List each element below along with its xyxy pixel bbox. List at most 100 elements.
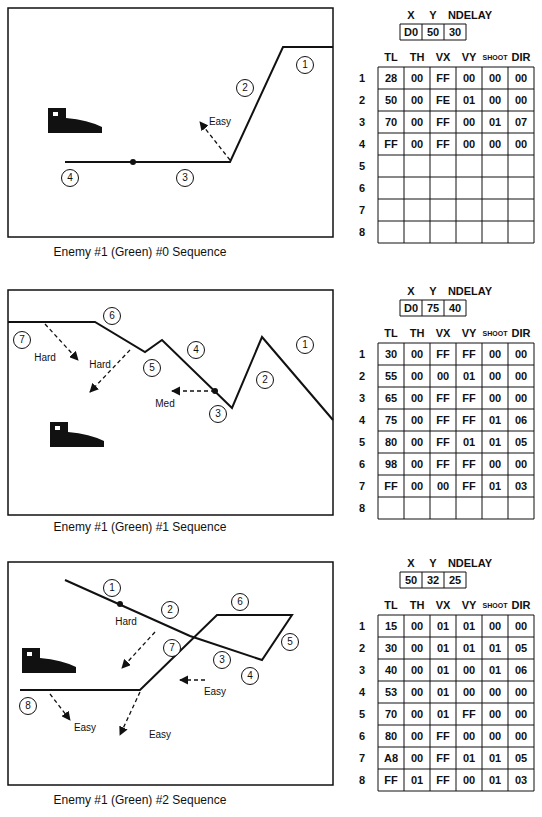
table-cell: FF	[462, 709, 475, 720]
table-cell: 01	[463, 643, 475, 654]
callout-number: 5	[149, 363, 155, 373]
callout-circle: 1	[296, 336, 314, 354]
table-cell: 00	[411, 643, 423, 654]
table-rule	[422, 300, 423, 316]
callout-number: 1	[302, 60, 308, 70]
table-cell: 00	[411, 73, 423, 84]
table-cell: 01	[437, 665, 449, 676]
start-value: D0	[404, 27, 418, 38]
table-cell: 01	[437, 621, 449, 632]
table-cell: 00	[515, 731, 527, 742]
table-header: Y	[429, 286, 436, 297]
shot-arrow	[180, 679, 205, 680]
table-cell: 05	[515, 643, 527, 654]
difficulty-label: Easy	[148, 730, 172, 740]
table-cell: FF	[436, 73, 449, 84]
table-cell: 00	[515, 349, 527, 360]
table-cell: 00	[411, 731, 423, 742]
table-cell: FF	[436, 775, 449, 786]
column-header: VX	[436, 328, 451, 339]
table-cell: 00	[489, 139, 501, 150]
start-value: 32	[427, 575, 439, 586]
table-cell: 01	[489, 753, 501, 764]
table-rule	[400, 588, 466, 589]
table-cell: 01	[437, 643, 449, 654]
table-cell: 00	[489, 687, 501, 698]
callout-circle: 4	[241, 667, 259, 685]
shot-arrow	[50, 694, 70, 720]
table-cell: 00	[489, 371, 501, 382]
row-number: 1	[359, 621, 365, 632]
callout-circle: 7	[163, 639, 181, 657]
table-cell: 00	[515, 621, 527, 632]
table-cell: FE	[436, 95, 450, 106]
callout-circle: 2	[256, 371, 274, 389]
table-cell: 00	[515, 459, 527, 470]
table-cell: 00	[489, 349, 501, 360]
table-cell: 00	[411, 709, 423, 720]
row-number: 2	[359, 95, 365, 106]
row-number: 4	[359, 415, 365, 426]
table-cell: 50	[385, 95, 397, 106]
callout-number: 2	[242, 83, 248, 93]
column-header: TL	[384, 52, 397, 63]
table-rule	[378, 475, 534, 476]
callout-number: 2	[262, 375, 268, 385]
table-cell: 01	[437, 687, 449, 698]
path-dot	[130, 159, 136, 165]
table-cell: 00	[489, 393, 501, 404]
panel-frame	[8, 290, 333, 515]
table-rule	[378, 409, 534, 410]
row-number: 3	[359, 117, 365, 128]
table-cell: 00	[515, 95, 527, 106]
table-cell: 01	[489, 415, 501, 426]
table-rule	[378, 747, 534, 748]
sequence-caption: Enemy #1 (Green) #2 Sequence	[54, 794, 227, 806]
table-cell: FF	[436, 117, 449, 128]
difficulty-label: Hard	[88, 360, 112, 370]
table-rule	[378, 133, 534, 134]
table-cell: 00	[437, 371, 449, 382]
row-number: 5	[359, 709, 365, 720]
callout-circle: 3	[176, 169, 194, 187]
callout-circle: 4	[61, 169, 79, 187]
table-cell: FF	[462, 415, 475, 426]
column-header: SHOOT	[483, 602, 508, 609]
table-cell: 01	[463, 371, 475, 382]
table-header: X	[407, 558, 414, 569]
column-header: VY	[462, 328, 477, 339]
table-rule	[466, 300, 467, 316]
table-cell: FF	[384, 481, 397, 492]
table-cell: 00	[463, 73, 475, 84]
table-cell: FF	[436, 393, 449, 404]
row-number: 5	[359, 437, 365, 448]
table-cell: FF	[436, 731, 449, 742]
table-cell: 00	[411, 349, 423, 360]
table-cell: 00	[411, 459, 423, 470]
flight-path	[20, 580, 292, 690]
table-rule	[378, 725, 534, 726]
callout-number: 4	[247, 671, 253, 681]
table-cell: 00	[463, 775, 475, 786]
shot-arrow	[122, 632, 155, 668]
table-cell: 07	[515, 117, 527, 128]
sequence-caption: Enemy #1 (Green) #0 Sequence	[54, 246, 227, 258]
table-cell: 00	[489, 459, 501, 470]
column-header: TH	[410, 600, 425, 611]
start-value: 75	[427, 303, 439, 314]
table-cell: 00	[515, 371, 527, 382]
table-rule	[444, 572, 445, 588]
callout-circle: 5	[143, 359, 161, 377]
table-rule	[400, 24, 401, 40]
table-cell: 00	[411, 687, 423, 698]
flight-path	[8, 322, 333, 420]
table-rule	[400, 316, 466, 317]
shot-arrow	[200, 122, 230, 160]
table-cell: 00	[515, 73, 527, 84]
table-cell: FF	[462, 393, 475, 404]
difficulty-label: Hard	[33, 353, 57, 363]
table-rule	[378, 769, 534, 770]
shot-arrow	[172, 390, 215, 391]
table-cell: 70	[385, 117, 397, 128]
table-cell: 15	[385, 621, 397, 632]
